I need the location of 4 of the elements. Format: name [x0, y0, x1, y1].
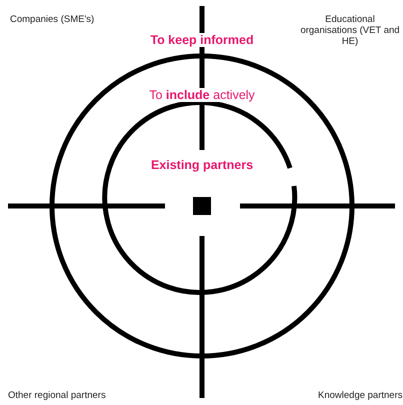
- corner-label: Companies (SME's): [10, 14, 94, 25]
- corner-label: Knowledge partners: [318, 390, 402, 401]
- corner-label: Other regional partners: [8, 390, 106, 401]
- corner-label: Educational organisations (VET and HE): [300, 14, 400, 47]
